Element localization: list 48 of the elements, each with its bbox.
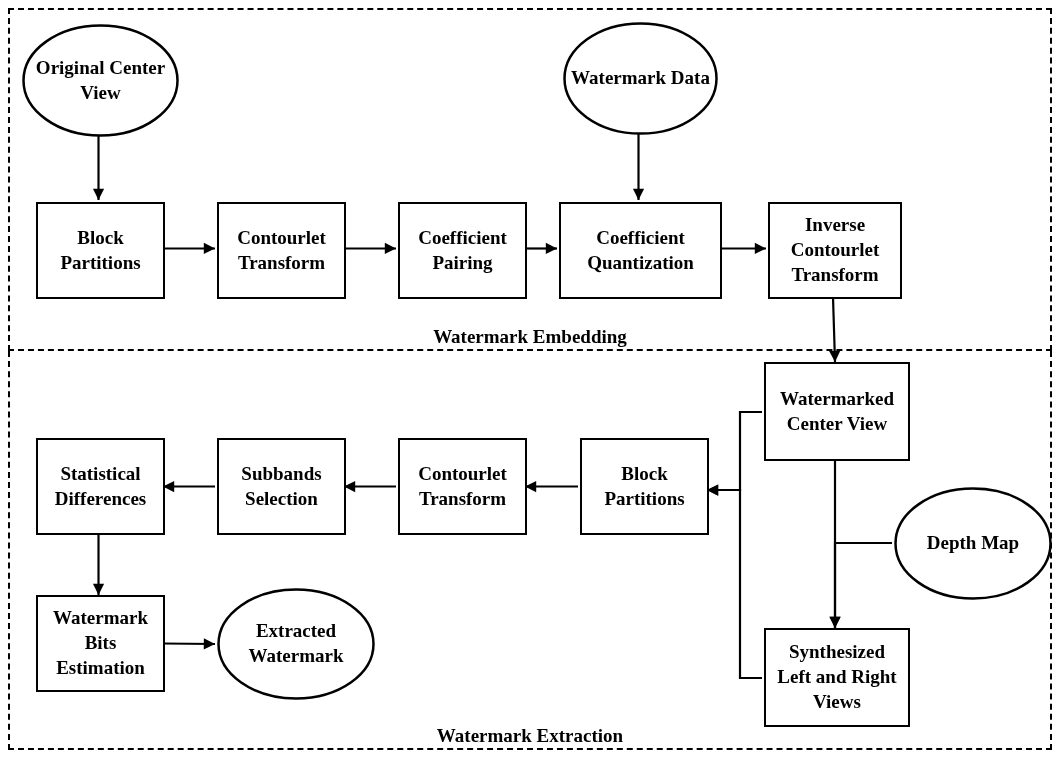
arrow <box>632 133 645 200</box>
arrow <box>707 484 762 680</box>
dashed-region <box>8 8 1052 351</box>
arrow <box>829 296 841 363</box>
arrow <box>92 535 105 595</box>
process-box <box>36 595 165 692</box>
process-box <box>36 202 165 299</box>
process-box <box>398 438 527 535</box>
node-label: Watermark Bits Estimation <box>52 606 149 680</box>
process-box <box>580 438 709 535</box>
node-label: Depth Map <box>925 531 1021 556</box>
dashed-region <box>8 351 1052 750</box>
process-box <box>764 628 910 727</box>
node-label: Coefficient Pairing <box>417 225 508 275</box>
node-label: Watermark Data <box>570 66 711 91</box>
node-label: Extracted Watermark <box>247 619 345 668</box>
process-box <box>36 438 165 535</box>
process-box <box>398 202 527 299</box>
process-box <box>768 202 902 299</box>
process-box <box>217 202 346 299</box>
arrow <box>525 242 557 255</box>
oval-node <box>22 24 179 137</box>
node-label: Original Center View <box>34 55 167 105</box>
node-label: Statistical Differences <box>53 461 148 511</box>
node-label: Contourlet Transform <box>417 461 508 511</box>
node-label: Inverse Contourlet Transform <box>789 213 881 287</box>
process-box <box>764 362 910 461</box>
process-box <box>559 202 722 299</box>
arrow <box>163 638 215 650</box>
arrow <box>163 480 215 493</box>
arrow <box>344 480 396 493</box>
arrow <box>525 480 578 493</box>
node-label: Block Partitions <box>603 461 686 511</box>
oval-node <box>894 487 1052 600</box>
oval-node <box>563 22 718 135</box>
node-label: Coefficient Quantization <box>586 225 695 275</box>
node-label: Block Partitions <box>59 225 142 275</box>
node-label: Subbands Selection <box>240 461 323 511</box>
node-label: Watermarked Center View <box>779 386 895 436</box>
arrow <box>344 242 396 255</box>
arrow <box>92 135 105 200</box>
oval-node <box>217 588 375 700</box>
arrow <box>829 541 892 628</box>
node-label: Contourlet Transform <box>236 225 327 275</box>
node-label: Synthesized Left and Right Views <box>776 640 898 714</box>
arrow <box>720 242 766 255</box>
process-box <box>217 438 346 535</box>
arrow <box>163 242 215 255</box>
